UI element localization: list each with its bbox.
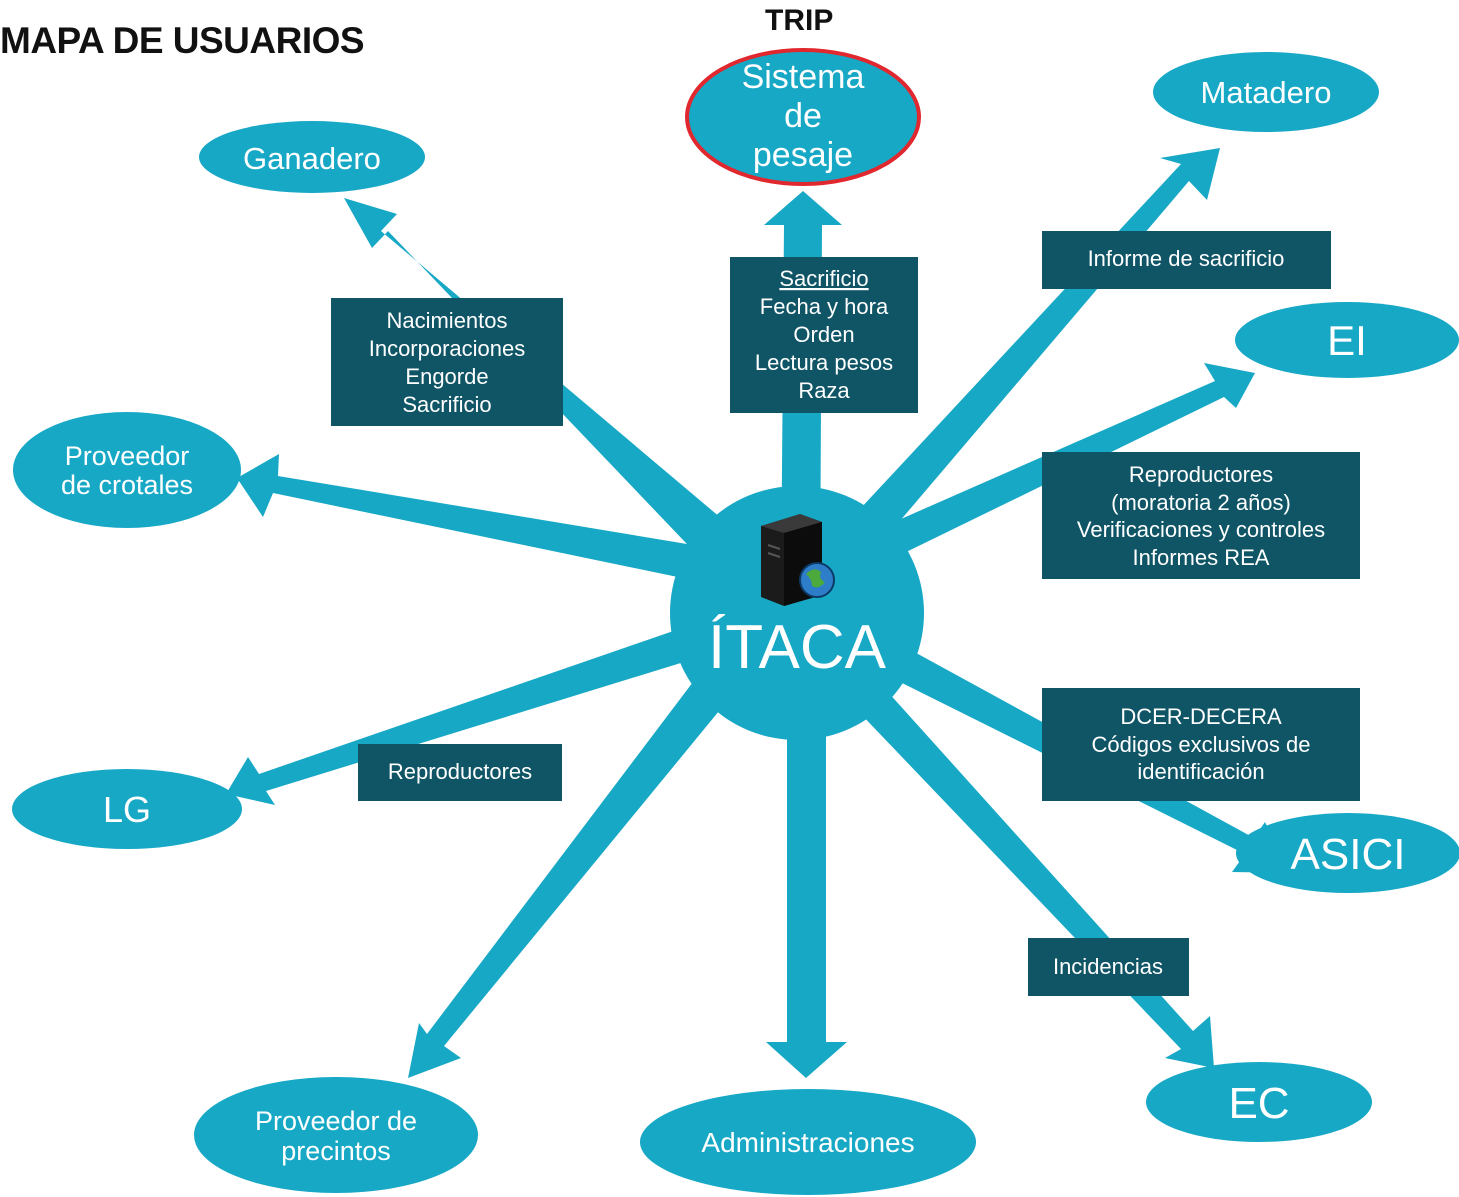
node-proveedor-crotales-line-1: Proveedor (65, 441, 190, 471)
box-pesaje-line-4: Lectura pesos (755, 350, 893, 375)
box-ganadero-line-4: Sacrificio (402, 392, 491, 417)
node-lg-label: LG (103, 789, 151, 830)
box-ganadero-line-1: Nacimientos (386, 308, 507, 333)
box-lg-line-1: Reproductores (388, 759, 532, 784)
node-proveedor-precintos-line-1: Proveedor de (255, 1106, 417, 1136)
box-ganadero-line-3: Engorde (405, 364, 488, 389)
node-matadero[interactable]: Matadero (1153, 52, 1379, 132)
box-lg-flows: Reproductores (358, 744, 562, 801)
hub-itaca[interactable]: ÍTACA (670, 486, 924, 740)
node-sistema-pesaje-line-2: de (784, 97, 822, 135)
node-ei[interactable]: EI (1235, 302, 1459, 378)
box-pesaje-line-3: Orden (793, 322, 854, 347)
node-ec[interactable]: EC (1146, 1062, 1372, 1142)
box-ec-line-1: Incidencias (1053, 954, 1163, 979)
node-sistema-pesaje-line-1: Sistema (742, 58, 865, 96)
box-ei-flows: Reproductores (moratoria 2 años) Verific… (1042, 452, 1360, 579)
box-pesaje-flows: Sacrificio Fecha y hora Orden Lectura pe… (730, 257, 918, 413)
box-ganadero-flows: Nacimientos Incorporaciones Engorde Sacr… (331, 298, 563, 426)
node-proveedor-precintos-line-2: precintos (281, 1136, 391, 1166)
node-proveedor-precintos[interactable]: Proveedor de precintos (194, 1077, 478, 1193)
server-globe-icon (761, 514, 835, 606)
node-ganadero-label: Ganadero (243, 141, 381, 176)
box-ei-line-2: (moratoria 2 años) (1111, 490, 1291, 515)
node-matadero-label: Matadero (1201, 75, 1332, 110)
box-asici-line-3: identificación (1137, 759, 1264, 784)
node-ec-label: EC (1228, 1079, 1289, 1128)
trip-label: TRIP (765, 4, 834, 37)
node-asici-label: ASICI (1291, 830, 1406, 879)
box-matadero-line-1: Informe de sacrificio (1088, 246, 1285, 271)
arrow-to-lg (226, 608, 752, 805)
node-ganadero[interactable]: Ganadero (199, 121, 425, 193)
node-proveedor-crotales[interactable]: Proveedor de crotales (13, 412, 241, 528)
hub-label: ÍTACA (708, 613, 887, 682)
arrow-to-proveedor-crotales (237, 454, 753, 591)
box-pesaje-line-5: Raza (798, 378, 850, 403)
node-lg[interactable]: LG (12, 769, 242, 849)
node-administraciones[interactable]: Administraciones (640, 1089, 976, 1195)
box-ei-line-3: Verificaciones y controles (1077, 517, 1325, 542)
box-pesaje-line-2: Fecha y hora (760, 294, 889, 319)
node-administraciones-label: Administraciones (701, 1127, 914, 1158)
box-pesaje-line-1: Sacrificio (779, 266, 868, 291)
box-ei-line-4: Informes REA (1133, 545, 1270, 570)
node-asici[interactable]: ASICI (1236, 813, 1459, 893)
arrow-to-administraciones (766, 640, 847, 1078)
box-ec-flows: Incidencias (1028, 938, 1189, 996)
box-ei-line-1: Reproductores (1129, 462, 1273, 487)
arrow-to-proveedor-precintos (408, 633, 765, 1078)
node-proveedor-crotales-line-2: de crotales (61, 470, 193, 500)
node-sistema-pesaje[interactable]: Sistema de pesaje (685, 48, 921, 186)
box-matadero-flows: Informe de sacrificio (1042, 231, 1331, 289)
node-ei-label: EI (1327, 317, 1367, 364)
box-asici-flows: DCER-DECERA Códigos exclusivos de identi… (1042, 688, 1360, 801)
box-asici-line-2: Códigos exclusivos de (1092, 732, 1311, 757)
box-ganadero-line-2: Incorporaciones (369, 336, 526, 361)
box-asici-line-1: DCER-DECERA (1120, 704, 1282, 729)
node-sistema-pesaje-line-3: pesaje (753, 136, 853, 174)
page-title: MAPA DE USUARIOS (0, 20, 365, 61)
